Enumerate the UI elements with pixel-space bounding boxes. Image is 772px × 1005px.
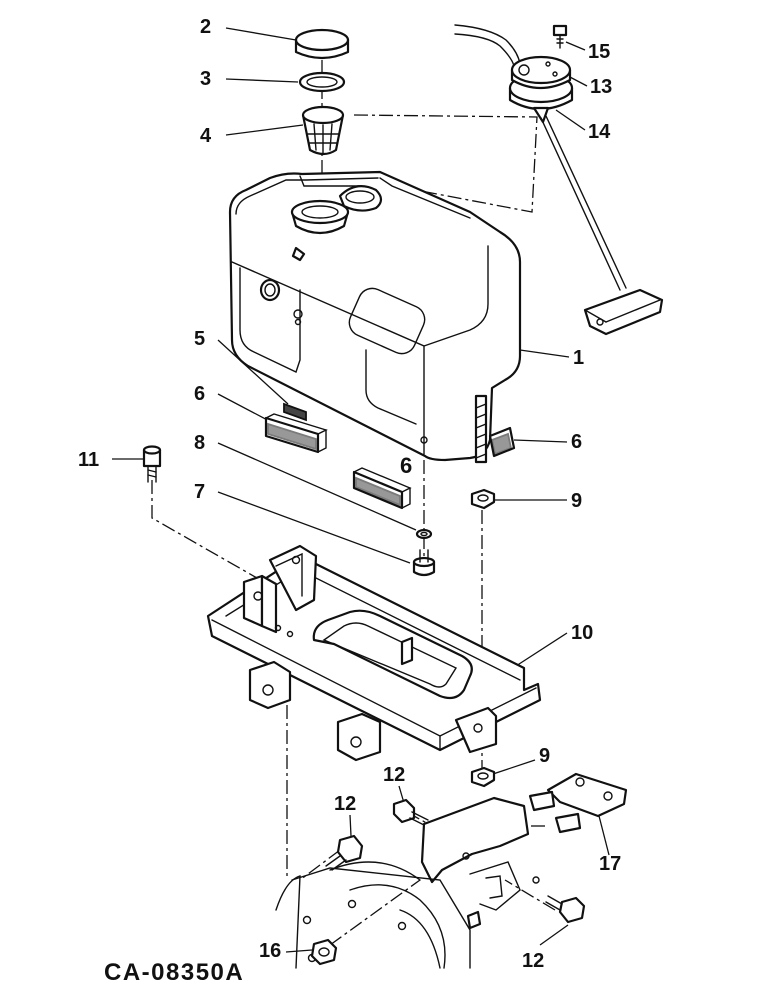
callout-12-left: 12 (334, 793, 356, 815)
rubber-pads (264, 402, 516, 510)
drawing-number: CA-08350A (104, 959, 244, 986)
callout-14: 14 (588, 121, 611, 143)
callout-12-top: 12 (383, 764, 405, 786)
callout-3: 3 (200, 68, 211, 90)
leader-lines (112, 27, 610, 953)
callout-1: 1 (573, 347, 584, 369)
fuel-gauge-sender (454, 24, 664, 336)
callout-4: 4 (200, 125, 212, 147)
callout-6-right: 6 (571, 431, 582, 453)
callout-7: 7 (194, 481, 205, 503)
callout-13: 13 (590, 76, 612, 98)
callout-17: 17 (599, 853, 621, 875)
tank-support-bracket (206, 544, 542, 762)
callout-12-bottom: 12 (522, 950, 544, 972)
callout-5: 5 (194, 328, 205, 350)
callout-labels: 2 3 4 15 13 14 1 5 6 6 6 8 7 11 9 10 9 1… (78, 16, 621, 986)
callout-15: 15 (588, 41, 610, 63)
bolts-12 (325, 798, 586, 924)
callout-8: 8 (194, 432, 205, 454)
callout-9-lower: 9 (539, 745, 550, 767)
filler-cap (294, 28, 350, 60)
callout-6-center: 6 (400, 453, 412, 478)
callout-16: 16 (259, 940, 281, 962)
engine-housing (275, 796, 540, 969)
fuel-tank (228, 170, 522, 464)
callout-9-upper: 9 (571, 490, 582, 512)
mounting-plate-17 (528, 772, 628, 834)
callout-6-left: 6 (194, 383, 205, 405)
callout-2: 2 (200, 16, 211, 38)
filler-strainer (301, 105, 345, 156)
washer-and-bolt (412, 528, 436, 577)
callout-10: 10 (571, 622, 593, 644)
callout-11: 11 (78, 449, 99, 471)
bolt-11 (142, 445, 162, 483)
nuts (470, 488, 496, 788)
cap-gasket (298, 71, 346, 93)
sender-screw (552, 24, 568, 49)
